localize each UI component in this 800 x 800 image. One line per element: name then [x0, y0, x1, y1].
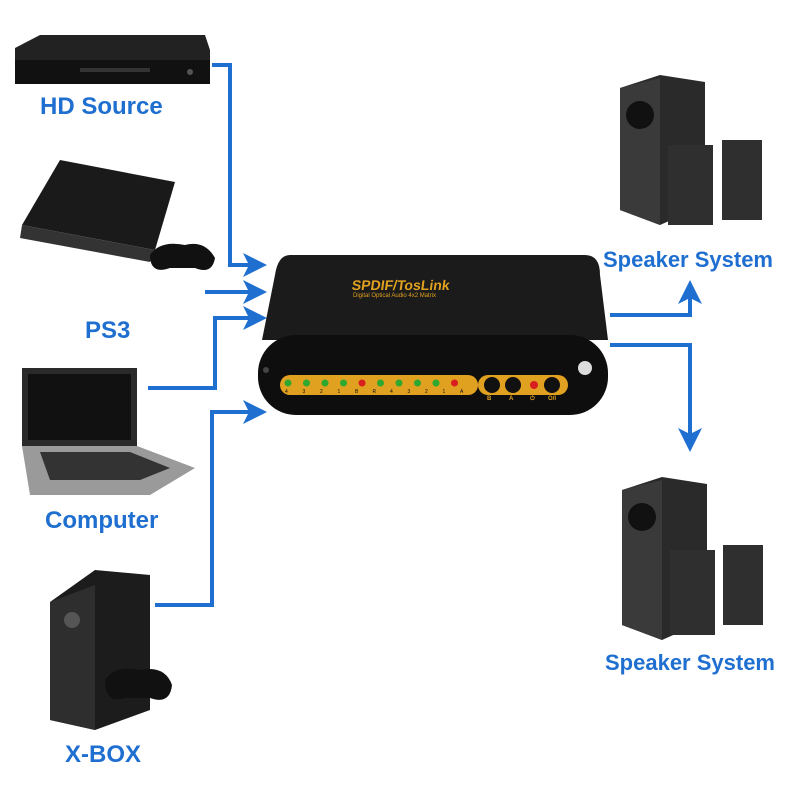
led-indicator	[395, 379, 403, 387]
led-label: R	[372, 389, 377, 395]
led-indicator	[284, 379, 292, 387]
output-label-bottom: Speaker System	[605, 650, 775, 675]
hd-source-connector	[212, 63, 267, 277]
output-label-top: Speaker System	[603, 247, 773, 272]
matrix-title: SPDIF/TosLink	[350, 277, 451, 293]
led-indicator	[340, 379, 347, 387]
button-label: O/I	[548, 396, 557, 402]
matrix-subtitle: Digital Optical Audio 4x2 Matrix	[353, 293, 437, 299]
audio-matrix-device	[258, 255, 608, 415]
led-label: A	[460, 389, 464, 395]
laptop-icon	[22, 368, 195, 495]
led-indicator	[432, 379, 440, 387]
xbox-connector	[155, 400, 267, 607]
led-indicator	[303, 379, 310, 387]
source-label-computer: Computer	[45, 507, 159, 534]
button-label: B	[487, 396, 492, 402]
led-label: 4	[390, 389, 393, 395]
led-label: 2	[425, 389, 428, 395]
source-label-hd: HD Source	[40, 93, 163, 120]
led-label: 1	[442, 389, 446, 395]
led-indicator	[321, 379, 329, 387]
button-label: A	[509, 396, 514, 402]
button-label: ⏻	[530, 396, 535, 402]
output-connector-bottom	[610, 343, 702, 452]
led-label: 2	[320, 389, 323, 395]
led-label: 3	[302, 389, 306, 395]
source-label-xbox: X-BOX	[65, 741, 142, 768]
led-label: B	[355, 389, 359, 395]
ps3-console-icon	[20, 160, 215, 271]
led-indicator	[358, 379, 366, 387]
led-label: 4	[285, 389, 288, 395]
source-label-ps3: PS3	[85, 317, 131, 344]
bluray-player-icon	[15, 35, 210, 84]
led-indicator	[451, 379, 458, 387]
led-indicator	[414, 379, 421, 387]
computer-connector	[148, 306, 267, 390]
speaker-system-icon	[620, 75, 762, 225]
speaker-system-icon	[622, 477, 763, 640]
led-label: 1	[337, 389, 341, 395]
output-connector-top	[610, 280, 702, 317]
led-indicator	[377, 379, 384, 387]
led-label: 3	[407, 389, 411, 395]
xbox-console-icon	[50, 570, 172, 730]
